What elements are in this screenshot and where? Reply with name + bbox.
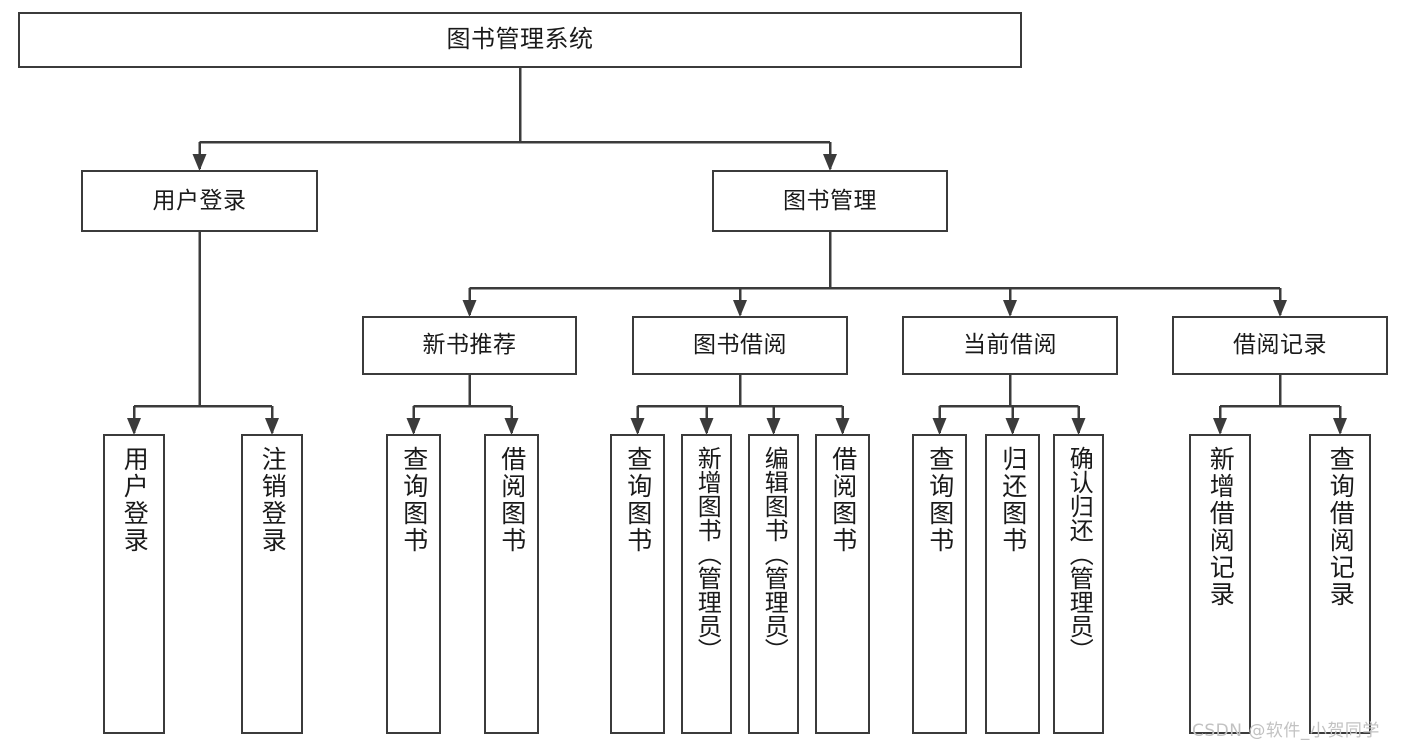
node-leaf-cur-confirm: 确认归还（管理员） — [1053, 434, 1104, 734]
node-leaf-rec-query2: 查询借阅记录 — [1309, 434, 1371, 734]
node-borrow-record: 借阅记录 — [1172, 316, 1388, 375]
node-book-manage: 图书管理 — [712, 170, 948, 232]
csdn-watermark: CSDN @软件_小贺同学 — [1192, 721, 1380, 741]
node-root: 图书管理系统 — [18, 12, 1022, 68]
node-leaf-user-logout: 注销登录 — [241, 434, 303, 734]
node-label: 确认归还（管理员） — [1065, 446, 1094, 662]
node-current-borrow: 当前借阅 — [902, 316, 1118, 375]
node-label: 注销登录 — [258, 446, 288, 554]
node-leaf-cur-query: 查询图书 — [912, 434, 967, 734]
node-new-book-rec: 新书推荐 — [362, 316, 577, 375]
node-label: 图书管理 — [783, 187, 877, 214]
node-leaf-borrow-edit: 编辑图书（管理员） — [748, 434, 799, 734]
node-label: 用户登录 — [120, 446, 150, 554]
node-label: 查询图书 — [925, 446, 955, 554]
node-label: 当前借阅 — [963, 332, 1057, 359]
node-label: 图书借阅 — [693, 332, 787, 359]
node-label: 查询图书 — [623, 446, 653, 554]
node-label: 借阅记录 — [1233, 332, 1327, 359]
node-leaf-borrow-add: 新增图书（管理员） — [681, 434, 732, 734]
node-label: 查询借阅记录 — [1326, 446, 1356, 608]
node-label: 编辑图书（管理员） — [760, 446, 789, 662]
node-label: 新书推荐 — [422, 332, 517, 359]
node-label: 用户登录 — [152, 187, 247, 214]
node-leaf-borrow-query: 查询图书 — [610, 434, 665, 734]
node-label: 归还图书 — [998, 446, 1028, 554]
node-leaf-cur-return: 归还图书 — [985, 434, 1040, 734]
node-leaf-user-login: 用户登录 — [103, 434, 165, 734]
node-user-login: 用户登录 — [81, 170, 318, 232]
node-label: 新增图书（管理员） — [693, 446, 722, 662]
node-label: 查询图书 — [399, 446, 429, 554]
node-book-borrow: 图书借阅 — [632, 316, 848, 375]
node-label: 借阅图书 — [497, 446, 527, 554]
node-label: 借阅图书 — [828, 446, 858, 554]
node-leaf-rec-query: 查询图书 — [386, 434, 441, 734]
node-leaf-borrow-borrow: 借阅图书 — [815, 434, 870, 734]
node-leaf-rec-borrow: 借阅图书 — [484, 434, 539, 734]
node-label: 图书管理系统 — [446, 25, 594, 54]
node-label: 新增借阅记录 — [1206, 446, 1236, 608]
node-leaf-rec-add: 新增借阅记录 — [1189, 434, 1251, 734]
